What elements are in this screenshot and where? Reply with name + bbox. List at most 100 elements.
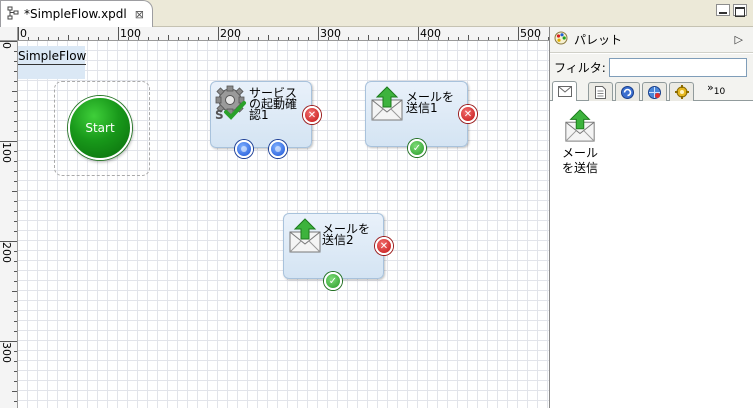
mail-send-icon: [289, 218, 321, 253]
ruler-tick: [14, 401, 17, 402]
start-node-label: Start: [85, 121, 115, 135]
canvas-divider: [549, 27, 550, 408]
palette-tab-cycle[interactable]: [615, 82, 640, 101]
palette-title: パレット: [574, 33, 623, 47]
ruler-tick: [378, 37, 379, 40]
start-node[interactable]: Start: [68, 96, 132, 160]
palette-tab-document[interactable]: [588, 82, 613, 101]
ruler-tick: [248, 37, 249, 40]
ruler-tick: [148, 37, 149, 40]
ruler-tick: [268, 35, 269, 40]
ruler-tick: [58, 37, 59, 40]
ruler-tick: [468, 35, 469, 40]
ruler-tick: [458, 37, 459, 40]
palette-item-label-line1: メール: [562, 146, 599, 160]
ruler-tick: [14, 371, 17, 372]
ruler-number: 100: [120, 27, 141, 40]
mail1-error-handle[interactable]: ✕: [459, 105, 477, 123]
ruler-tick: [388, 37, 389, 40]
palette-item-label-line2: を送信: [562, 161, 599, 175]
ruler-tick: [428, 37, 429, 40]
palette-more-tabs[interactable]: »10: [707, 81, 726, 98]
ruler-tick: [14, 71, 17, 72]
ruler-tick: [14, 111, 17, 112]
palette-tab-mail[interactable]: [552, 81, 577, 101]
ruler-tick: [12, 291, 17, 292]
service-check-node[interactable]: S サービス の起動確 認1: [210, 81, 312, 148]
service-node-title: サービス の起動確 認1: [249, 86, 298, 122]
flow-canvas[interactable]: SimpleFlow Start S サービス の起動確 認: [18, 41, 549, 408]
ruler-tick: [12, 391, 17, 392]
ruler-tick: [368, 35, 369, 40]
ruler-tick: [14, 361, 17, 362]
palette-filter-input[interactable]: [608, 57, 747, 77]
ruler-tick: [298, 37, 299, 40]
mail-send-node-2[interactable]: メールを 送信2: [283, 213, 384, 279]
editor-tab-bar: *SimpleFlow.xpdl ⊠: [0, 0, 753, 27]
ruler-tick: [48, 37, 49, 40]
minimize-button[interactable]: [716, 4, 730, 16]
ruler-tick: [18, 27, 19, 40]
ruler-tick: [348, 37, 349, 40]
ruler-number: 0: [0, 42, 13, 49]
ruler-tick: [14, 211, 17, 212]
ruler-tick: [14, 311, 17, 312]
mail2-success-handle[interactable]: ✓: [324, 272, 342, 290]
palette-filter-label: フィルタ:: [554, 60, 606, 75]
mail1-success-handle[interactable]: ✓: [408, 139, 426, 157]
ruler-tick: [98, 37, 99, 40]
mail2-node-title: メールを 送信2: [322, 222, 371, 247]
ruler-tick: [118, 27, 119, 40]
ruler-tick: [14, 231, 17, 232]
ruler-tick: [258, 37, 259, 40]
mail-send-node-1[interactable]: メールを 送信1: [365, 81, 468, 147]
ruler-tick: [14, 61, 17, 62]
ruler-number: 300: [0, 342, 13, 363]
ruler-tick: [14, 331, 17, 332]
ruler-number: 500: [520, 27, 541, 40]
ruler-tick: [218, 27, 219, 40]
ruler-tick: [14, 151, 17, 152]
ruler-tick: [14, 101, 17, 102]
service-error-handle[interactable]: ✕: [303, 106, 321, 124]
start-node-frame: [54, 81, 150, 176]
ruler-tick: [198, 37, 199, 40]
ruler-number: 200: [220, 27, 241, 40]
service-output-port-2[interactable]: [269, 140, 287, 158]
ruler-tick: [78, 37, 79, 40]
ruler-tick: [12, 91, 17, 92]
ruler-tick: [14, 81, 17, 82]
ruler-tick: [0, 141, 17, 142]
flow-name-label[interactable]: SimpleFlow: [18, 46, 87, 79]
ruler-tick: [0, 41, 17, 42]
gear-icon: [674, 85, 689, 99]
ruler-tick: [398, 37, 399, 40]
maximize-button[interactable]: [733, 4, 747, 16]
service-output-port-1[interactable]: [235, 140, 253, 158]
ruler-tick: [338, 37, 339, 40]
ruler-tick: [14, 281, 17, 282]
ruler-number: 100: [0, 142, 13, 163]
mail2-error-handle[interactable]: ✕: [375, 237, 393, 255]
palette-icon: [554, 31, 568, 48]
palette-tab-gear[interactable]: [669, 82, 694, 101]
ruler-tick: [14, 201, 17, 202]
mail-icon: [557, 86, 572, 97]
flow-name-text: SimpleFlow: [18, 49, 87, 65]
close-icon[interactable]: ⊠: [134, 7, 144, 21]
ruler-tick: [548, 37, 549, 40]
ruler-tick: [208, 37, 209, 40]
ruler-tick: [188, 37, 189, 40]
ruler-tick: [518, 27, 519, 40]
ruler-tick: [14, 221, 17, 222]
palette-tab-globe[interactable]: [642, 82, 667, 101]
ruler-tick: [438, 37, 439, 40]
ruler-tick: [88, 37, 89, 40]
editor-tab[interactable]: *SimpleFlow.xpdl ⊠: [0, 0, 153, 27]
palette-collapse-icon[interactable]: ▷: [734, 33, 743, 46]
ruler-tick: [128, 37, 129, 40]
gear-service-icon: S: [215, 85, 246, 121]
palette-item-send-mail[interactable]: メール を送信: [558, 109, 602, 176]
